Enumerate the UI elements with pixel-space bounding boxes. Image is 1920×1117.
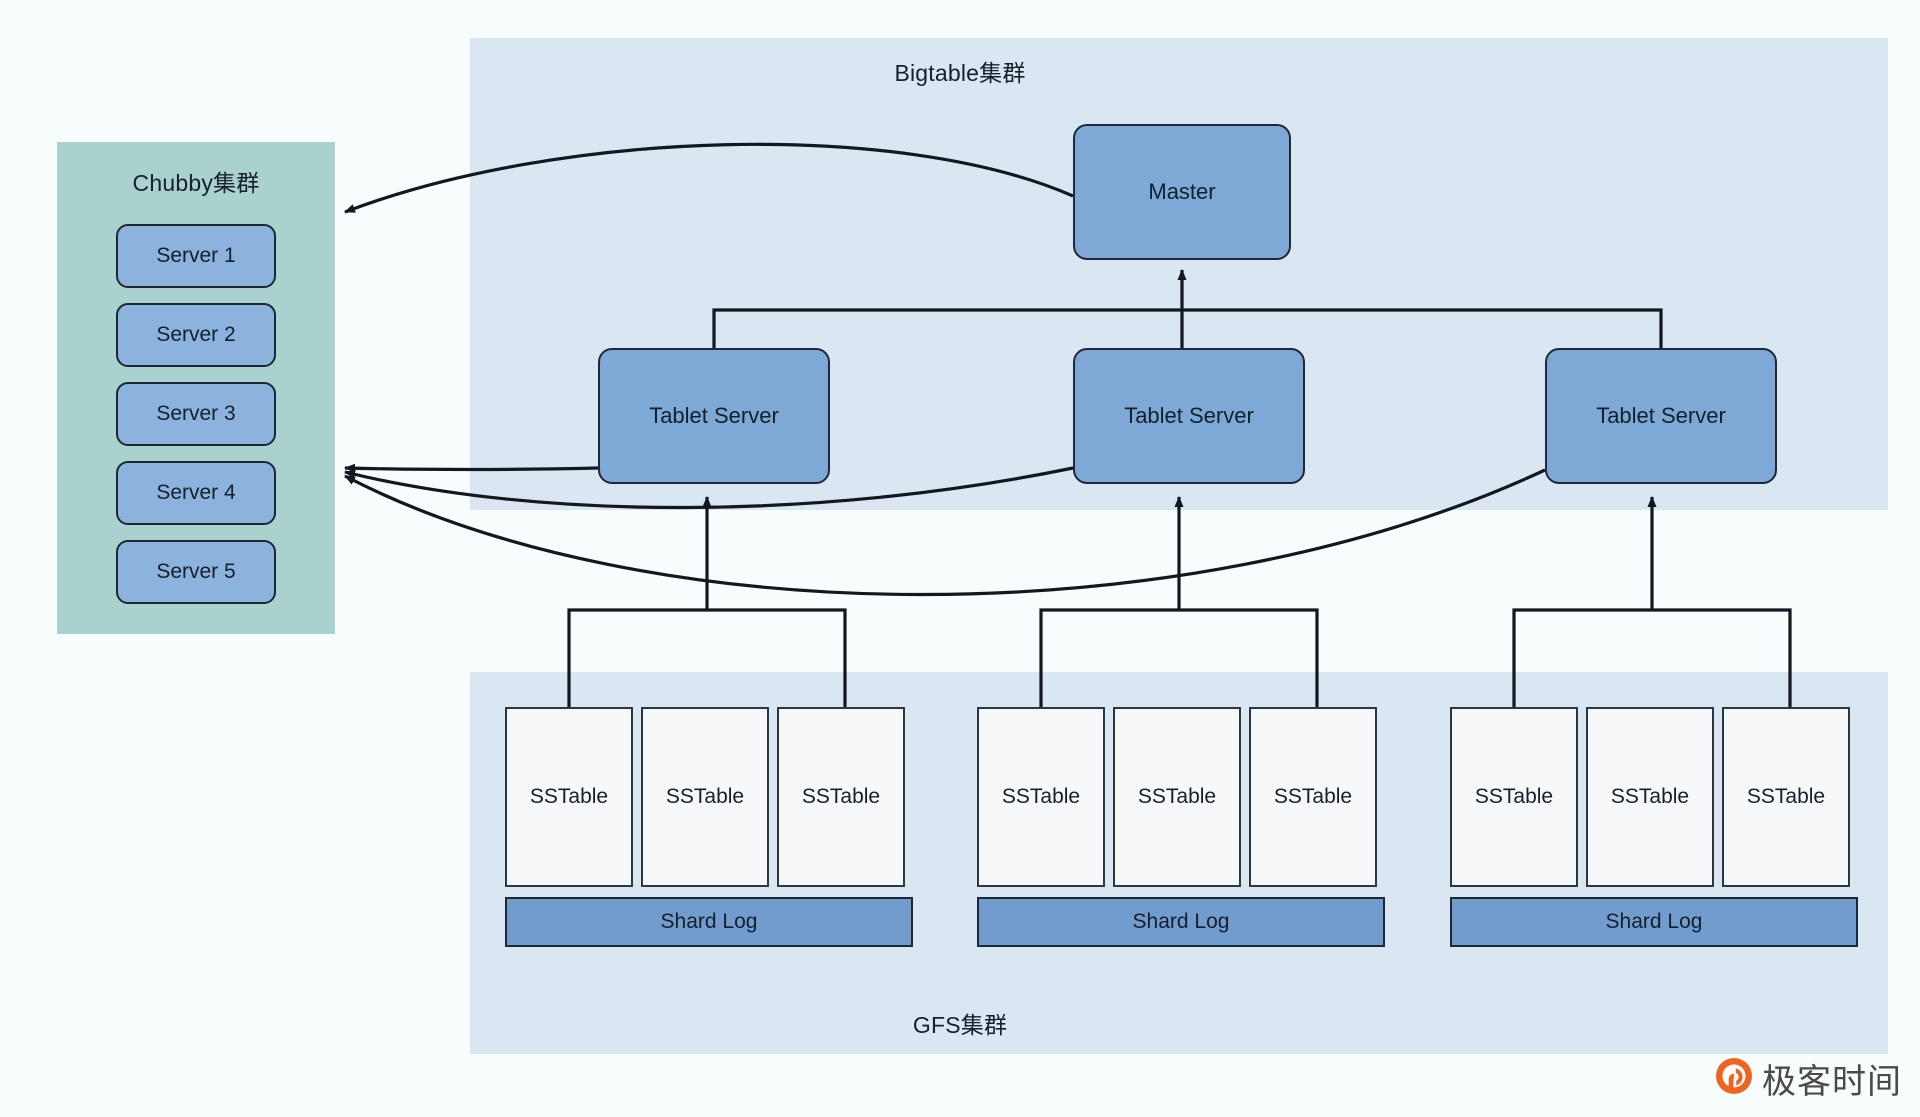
chubby-server-node-5[interactable]: Server 5	[116, 540, 276, 604]
gfs-cluster-title: GFS集群	[912, 1012, 1008, 1038]
shard-log-node-3[interactable]: Shard Log	[1450, 897, 1858, 947]
chubby-server-node-2[interactable]: Server 2	[116, 303, 276, 367]
shard-log-node-2[interactable]: Shard Log	[977, 897, 1385, 947]
chubby-cluster-title: Chubby集群	[132, 170, 260, 196]
sstable-node-1-1[interactable]: SSTable	[505, 707, 633, 887]
watermark: 极客时间	[1715, 1054, 1902, 1103]
master-node[interactable]: Master	[1073, 124, 1291, 260]
chubby-server-node-1[interactable]: Server 1	[116, 224, 276, 288]
sstable-node-2-3[interactable]: SSTable	[1249, 707, 1377, 887]
sstable-node-1-3[interactable]: SSTable	[777, 707, 905, 887]
tablet-server-node-3[interactable]: Tablet Server	[1545, 348, 1777, 484]
bigtable-cluster-title: Bigtable集群	[894, 60, 1026, 86]
watermark-text: 极客时间	[1762, 1063, 1902, 1101]
sstable-node-3-3[interactable]: SSTable	[1722, 707, 1850, 887]
sstable-node-1-2[interactable]: SSTable	[641, 707, 769, 887]
chubby-server-node-3[interactable]: Server 3	[116, 382, 276, 446]
sstable-node-3-2[interactable]: SSTable	[1586, 707, 1714, 887]
sstable-node-3-1[interactable]: SSTable	[1450, 707, 1578, 887]
chubby-server-node-4[interactable]: Server 4	[116, 461, 276, 525]
tablet-server-node-1[interactable]: Tablet Server	[598, 348, 830, 484]
sstable-node-2-1[interactable]: SSTable	[977, 707, 1105, 887]
shard-log-node-1[interactable]: Shard Log	[505, 897, 913, 947]
sstable-node-2-2[interactable]: SSTable	[1113, 707, 1241, 887]
geek-time-logo-icon	[1715, 1057, 1753, 1100]
tablet-server-node-2[interactable]: Tablet Server	[1073, 348, 1305, 484]
